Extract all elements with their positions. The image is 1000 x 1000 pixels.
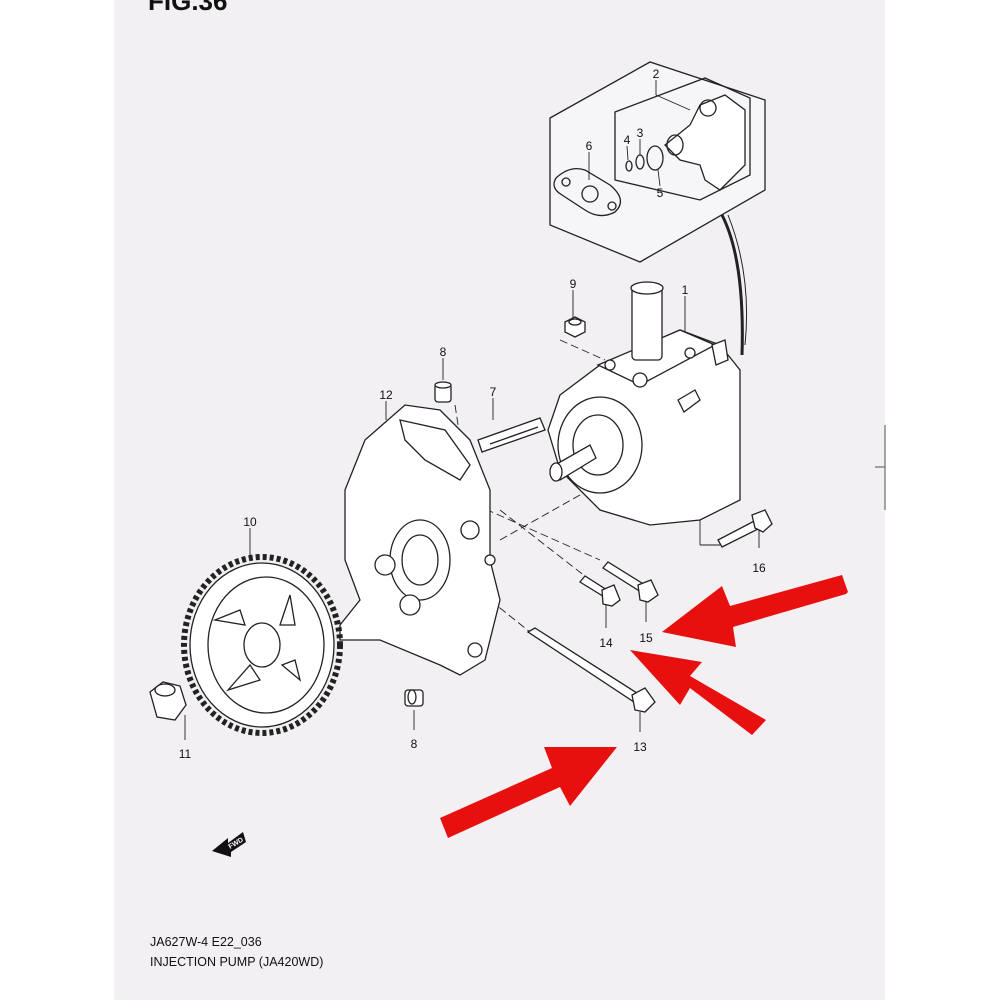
callout-7: 7 [490,385,497,399]
bolt-part-14 [579,575,621,607]
bolt-part-16 [717,509,773,548]
callout-1: 1 [682,283,689,297]
pressure-valve-part-2 [664,94,746,191]
gasket-part-6 [553,167,622,217]
callout-5: 5 [657,186,664,200]
callout-14: 14 [599,636,613,650]
diagram-caption: INJECTION PUMP (JA420WD) [150,955,324,969]
callout-16: 16 [752,561,766,575]
inset-box [549,61,766,263]
stud-part-7 [477,417,546,453]
nut-part-11 [149,681,187,721]
bolt-part-15 [602,561,659,603]
callout-8-upper: 8 [440,345,447,359]
diagram-code: JA627W-4 E22_036 [150,935,262,949]
bracket-part-12 [339,404,501,676]
o-ring-part-4 [625,160,633,172]
red-arrow-3 [440,747,617,838]
callout-3: 3 [637,126,644,140]
callout-15: 15 [639,631,653,645]
leader-lines [184,80,760,740]
callout-9: 9 [570,277,577,291]
red-arrow-2 [630,650,766,735]
callout-labels: 1 2 3 4 5 6 7 8 9 10 11 12 13 14 15 16 8 [179,67,766,761]
callout-10: 10 [243,515,257,529]
highlight-arrows [440,575,848,838]
figure-title: FIG.36 [148,0,228,16]
dowel-part-8-upper [434,381,452,403]
dowel-part-8-lower [404,689,424,707]
callout-8-lower: 8 [411,737,418,751]
callout-2: 2 [653,67,660,81]
injection-pump-part-1 [547,281,741,526]
callout-13: 13 [633,740,647,754]
o-ring-part-5 [646,145,664,171]
fwd-direction-icon: FWD [212,832,246,857]
nut-part-9 [564,316,586,338]
bolt-part-13 [526,627,656,713]
callout-6: 6 [586,139,593,153]
callout-12: 12 [379,388,393,402]
red-arrow-1 [662,575,848,647]
timing-gear-part-10 [181,554,343,736]
callout-11: 11 [179,747,192,761]
svg-text:FWD: FWD [228,837,245,851]
callout-4: 4 [624,133,631,147]
